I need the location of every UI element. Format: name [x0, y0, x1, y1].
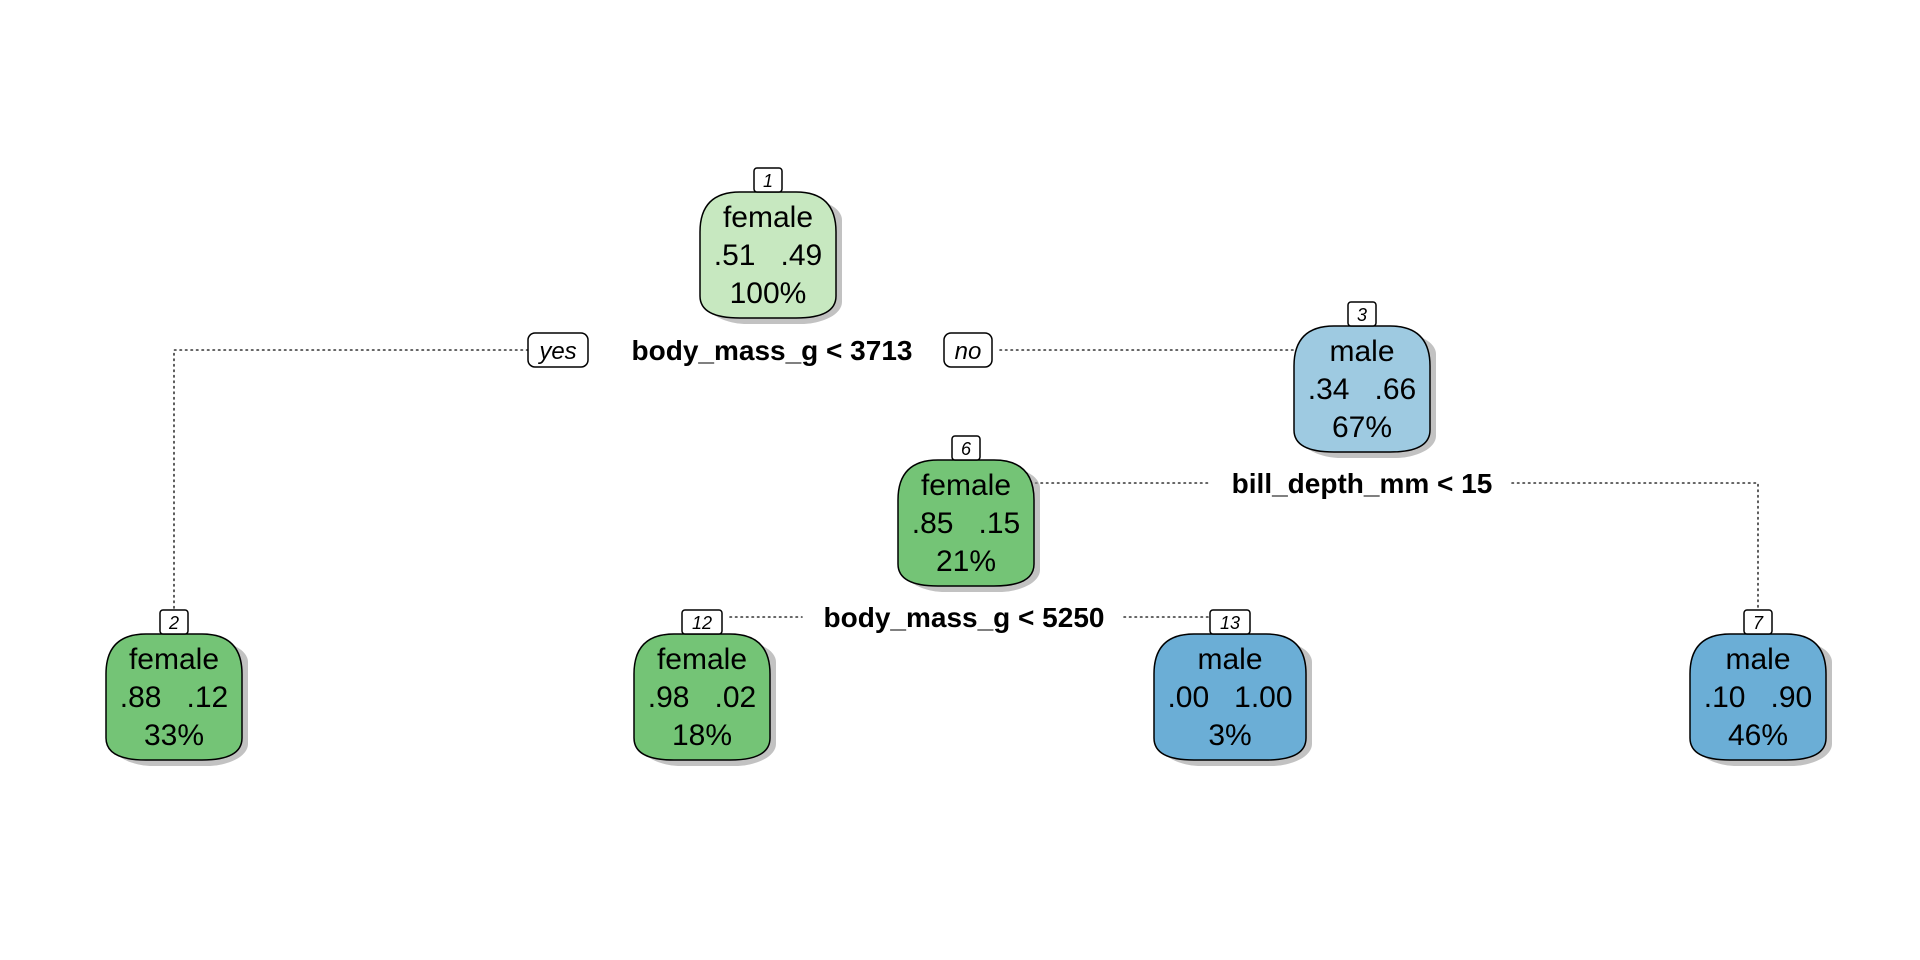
node-class-label: male: [1725, 643, 1790, 676]
node-class-label: female: [921, 469, 1011, 502]
no-label: no: [955, 338, 982, 365]
tree-node-3: 3 male .34 .66 67%: [1293, 301, 1436, 458]
node-id-label: 1: [763, 171, 773, 191]
node-probabilities: .88 .12: [120, 681, 228, 714]
node-id-label: 7: [1753, 613, 1764, 633]
split-label-node-6: body_mass_g < 5250: [824, 602, 1105, 633]
node-percentage: 46%: [1728, 719, 1788, 752]
tree-node-12: 12 female .98 .02 18%: [633, 609, 776, 766]
tree-node-2: 2 female .88 .12 33%: [105, 609, 248, 766]
node-id-label: 6: [961, 439, 972, 459]
yes-label: yes: [537, 338, 576, 365]
split-label-node-1: body_mass_g < 3713: [632, 335, 913, 366]
node-class-label: male: [1197, 643, 1262, 676]
tree-node-7: 7 male .10 .90 46%: [1689, 609, 1832, 766]
node-percentage: 67%: [1332, 411, 1392, 444]
yes-tag: yes: [527, 332, 589, 368]
split-label-node-3: bill_depth_mm < 15: [1232, 468, 1493, 499]
node-id-box: [159, 609, 189, 635]
node-id-box: [1347, 301, 1377, 327]
node-body: [1293, 325, 1431, 453]
node-probabilities: .98 .02: [648, 681, 756, 714]
node-class-label: female: [657, 643, 747, 676]
node-id-box: [1209, 609, 1251, 635]
node-body: [699, 191, 837, 319]
edge-3-to-7: [1511, 482, 1759, 611]
node-probabilities: .00 1.00: [1167, 681, 1292, 714]
node-percentage: 21%: [936, 545, 996, 578]
no-tag: no: [943, 332, 993, 368]
node-id-box: [1743, 609, 1773, 635]
node-probabilities: .10 .90: [1704, 681, 1812, 714]
node-body: [1153, 633, 1307, 761]
node-percentage: 100%: [730, 277, 807, 310]
node-id-box: [951, 435, 981, 461]
tree-node-6: 6 female .85 .15 21%: [897, 435, 1040, 592]
node-class-label: male: [1329, 335, 1394, 368]
tree-nodes: 1 female .51 .49 100% 3 male .34 .66 67% 6 female…: [105, 167, 1832, 766]
tree-node-1: 1 female .51 .49 100%: [699, 167, 842, 324]
edge-1-to-2: [173, 349, 529, 611]
node-probabilities: .34 .66: [1308, 373, 1416, 406]
node-id-label: 12: [692, 613, 712, 633]
node-probabilities: .85 .15: [912, 507, 1020, 540]
node-body: [633, 633, 771, 761]
node-id-box: [753, 167, 783, 193]
node-id-label: 3: [1357, 305, 1367, 325]
node-class-label: female: [723, 201, 813, 234]
node-body: [1689, 633, 1827, 761]
node-body: [105, 633, 243, 761]
node-probabilities: .51 .49: [714, 239, 822, 272]
node-id-label: 13: [1220, 613, 1240, 633]
node-percentage: 18%: [672, 719, 732, 752]
node-percentage: 33%: [144, 719, 204, 752]
node-percentage: 3%: [1208, 719, 1251, 752]
node-id-box: [681, 609, 723, 635]
node-body: [897, 459, 1035, 587]
node-id-label: 2: [168, 613, 179, 633]
tree-node-13: 13 male .00 1.00 3%: [1153, 609, 1312, 766]
tree-edges: [173, 349, 1759, 618]
node-class-label: female: [129, 643, 219, 676]
